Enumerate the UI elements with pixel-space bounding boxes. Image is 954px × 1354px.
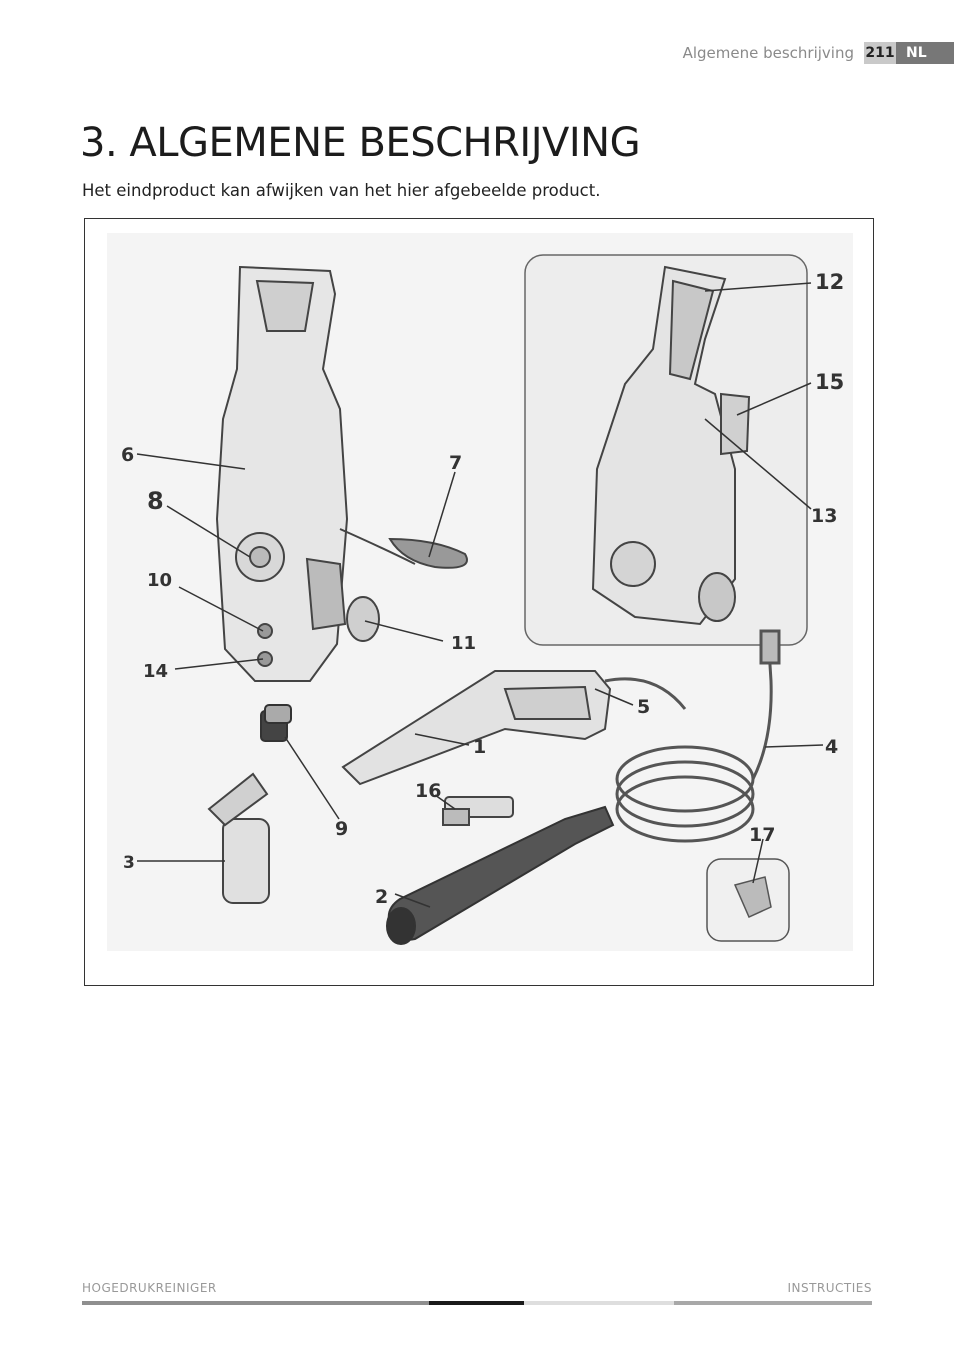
nozzle-cleaning-needle — [706, 858, 790, 942]
label-14: 14 — [143, 661, 168, 682]
label-10: 10 — [147, 570, 172, 591]
label-9: 9 — [335, 818, 348, 840]
footer-divider — [82, 1301, 872, 1305]
label-6: 6 — [121, 444, 134, 466]
label-1: 1 — [473, 736, 486, 758]
lance — [386, 805, 615, 945]
label-15: 15 — [815, 370, 844, 394]
label-7: 7 — [449, 452, 462, 474]
label-11: 11 — [451, 633, 476, 654]
footer-bar-segment — [524, 1301, 674, 1305]
header-section-title: Algemene beschrijving — [682, 44, 854, 62]
label-8: 8 — [147, 487, 164, 515]
nozzle-cap — [260, 704, 292, 742]
washer-body-front — [215, 265, 468, 682]
page-number: 211 — [864, 42, 896, 64]
label-3: 3 — [123, 853, 135, 873]
language-tag: NL — [896, 42, 954, 64]
footer-bar-segment — [674, 1301, 872, 1305]
diagram-frame: 6 7 8 10 11 14 12 15 13 5 1 4 9 3 2 16 1… — [84, 218, 874, 986]
label-16: 16 — [415, 780, 441, 802]
pressure-washer-diagram: 6 7 8 10 11 14 12 15 13 5 1 4 9 3 2 16 1… — [107, 233, 853, 951]
label-4: 4 — [825, 736, 838, 758]
footer-doc-type: INSTRUCTIES — [787, 1281, 872, 1295]
label-12: 12 — [815, 270, 844, 294]
leader-lines — [136, 282, 824, 908]
label-13: 13 — [811, 505, 837, 527]
cleaning-brush — [442, 796, 514, 826]
page-subtitle: Het eindproduct kan afwijken van het hie… — [82, 181, 601, 200]
spray-gun — [341, 670, 612, 786]
page-title: 3. ALGEMENE BESCHRIJVING — [80, 120, 641, 166]
footer-product-name: HOGEDRUKREINIGER — [82, 1281, 217, 1295]
hose-coil — [604, 629, 781, 843]
label-5: 5 — [637, 696, 650, 718]
footer-bar-segment — [82, 1301, 429, 1305]
label-2: 2 — [375, 886, 388, 908]
footer-bar-segment — [429, 1301, 524, 1305]
label-17: 17 — [749, 824, 775, 846]
